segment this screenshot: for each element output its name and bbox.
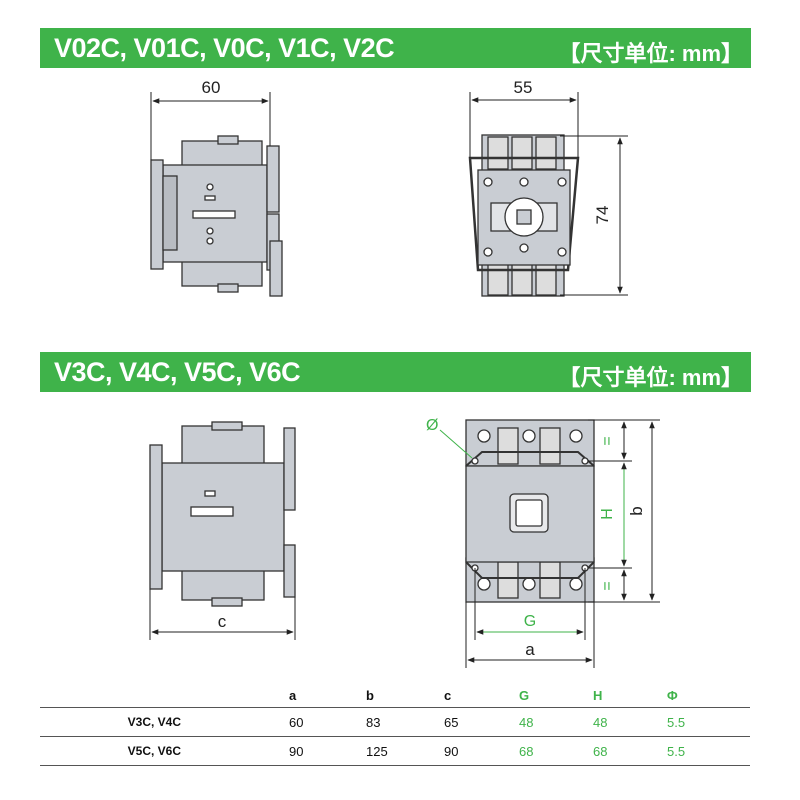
section-title-1: V02C, V01C, V0C, V1C, V2C xyxy=(54,33,395,63)
table-row: V5C, V6C 90 125 90 68 68 5.5 xyxy=(40,736,750,766)
table-cell-phi: 5.5 xyxy=(667,736,750,766)
dim-c-label: c xyxy=(218,612,227,631)
dimension-width-side xyxy=(150,92,271,160)
table-header xyxy=(40,683,289,708)
table-cell-g: 48 xyxy=(519,707,593,737)
dimension-c xyxy=(149,589,296,640)
table-header-phi: Φ xyxy=(667,687,678,703)
dimension-a xyxy=(465,602,595,668)
table-cell-a: 90 xyxy=(289,736,366,766)
dim-eq-bottom-label: = xyxy=(599,581,616,590)
table-cell-h: 48 xyxy=(593,707,667,737)
table-cell-c: 90 xyxy=(444,736,519,766)
table-header-c: c xyxy=(444,687,452,703)
dim-60-label: 60 xyxy=(202,78,221,97)
unit-label-2: 【尺寸单位: mm】 xyxy=(558,365,743,390)
dimension-h xyxy=(588,419,660,603)
unit-label-1: 【尺寸单位: mm】 xyxy=(558,41,743,66)
section-banner-2: V3C, V4C, V5C, V6C 【尺寸单位: mm】 xyxy=(40,352,751,392)
dim-74-label: 74 xyxy=(593,206,612,225)
dim-a-label: a xyxy=(525,640,535,659)
side-view-large xyxy=(149,421,296,607)
side-view-small xyxy=(150,135,283,297)
table-header-b: b xyxy=(366,687,374,703)
dim-b-label: b xyxy=(627,506,646,515)
table-header-a: a xyxy=(289,687,297,703)
section-title-2: V3C, V4C, V5C, V6C xyxy=(54,357,301,387)
table-cell-g: 68 xyxy=(519,736,593,766)
dimension-height-front xyxy=(560,135,628,296)
table-cell-phi: 5.5 xyxy=(667,707,750,737)
table-row-model: V3C, V4C xyxy=(40,707,289,737)
table-header-h: H xyxy=(593,687,603,703)
dim-diameter-label: Ø xyxy=(426,417,438,434)
dim-eq-top-label: = xyxy=(599,436,616,445)
table-header-g: G xyxy=(519,687,530,703)
front-view-small xyxy=(468,134,580,297)
diameter-leader xyxy=(439,429,473,459)
table-cell-a: 60 xyxy=(289,707,366,737)
dimension-g xyxy=(474,568,586,640)
table-header-row: a b c G H Φ xyxy=(40,683,750,708)
table-cell-b: 125 xyxy=(366,736,444,766)
table-cell-b: 83 xyxy=(366,707,444,737)
dimension-width-front xyxy=(469,92,579,158)
dim-g-label: G xyxy=(524,613,536,630)
table-cell-c: 65 xyxy=(444,707,519,737)
table-cell-h: 68 xyxy=(593,736,667,766)
dimension-table: a b c G H Φ V3C, V4C 60 83 65 48 48 5.5 … xyxy=(40,683,750,766)
dim-55-label: 55 xyxy=(514,78,533,97)
section-banner-1: V02C, V01C, V0C, V1C, V2C 【尺寸单位: mm】 xyxy=(40,28,751,68)
table-row: V3C, V4C 60 83 65 48 48 5.5 xyxy=(40,707,750,737)
table-row-model: V5C, V6C xyxy=(40,736,289,766)
dim-h-label: H xyxy=(599,508,616,520)
drawings: 60 55 74 xyxy=(149,78,660,668)
front-view-large xyxy=(465,419,595,603)
